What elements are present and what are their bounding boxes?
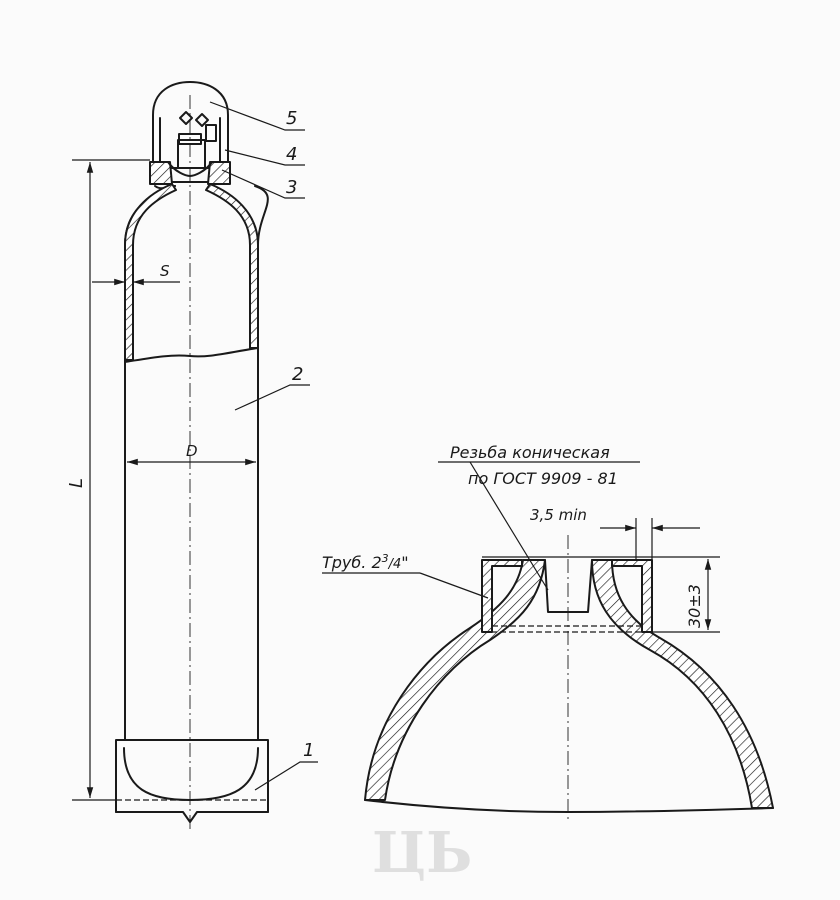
- protective-cap: [152, 81, 229, 163]
- valve-neck-left: [149, 161, 173, 185]
- cylinder-wall-left-section: [124, 183, 177, 361]
- thread-bore: [544, 559, 593, 613]
- dim-min-label: 3,5 min: [530, 506, 587, 524]
- valve-handle: [205, 124, 217, 142]
- shoulder-wall-left: [364, 559, 546, 801]
- pipe-label: Труб. 23/4": [322, 552, 409, 572]
- valve-body: [171, 139, 209, 183]
- leader-5: [209, 101, 305, 131]
- thread-leader: [469, 461, 549, 591]
- section-bottom-edge: [364, 799, 774, 813]
- dim-L-label: L: [66, 478, 87, 488]
- shoulder-wall-right: [591, 559, 774, 809]
- valve-neck-right: [207, 161, 231, 185]
- cylinder-wall-right-section: [205, 183, 259, 349]
- leader-1: [254, 761, 318, 791]
- part-3-label: 3: [286, 177, 297, 198]
- thread-note-line1: Резьба коническая: [450, 443, 610, 462]
- neck-section-view: 30±3 3,5 min Резьба коническая по ГОСТ 9…: [322, 443, 774, 820]
- part-2-label: 2: [292, 364, 303, 385]
- cylinder-outer-wall: [124, 185, 269, 741]
- leader-3: [221, 169, 305, 199]
- cutaway-break-line: [124, 347, 259, 363]
- leader-2: [234, 384, 310, 411]
- cylinder-view: L S D 5 4 3 2 1: [66, 81, 318, 830]
- dim-height-label: 30±3: [685, 584, 704, 628]
- part-5-label: 5: [286, 108, 297, 129]
- base-shoe: [115, 739, 269, 813]
- part-4-label: 4: [286, 144, 297, 165]
- leader-4: [224, 149, 305, 166]
- part-1-label: 1: [303, 740, 314, 761]
- valve-spindle: [178, 133, 202, 145]
- watermark-logo: ЦЬ: [372, 820, 472, 886]
- thread-note-line2: по ГОСТ 9909 - 81: [468, 469, 618, 488]
- dim-D-label: D: [186, 442, 198, 460]
- pipe-leader: [419, 572, 489, 599]
- dim-S-label: S: [160, 262, 170, 280]
